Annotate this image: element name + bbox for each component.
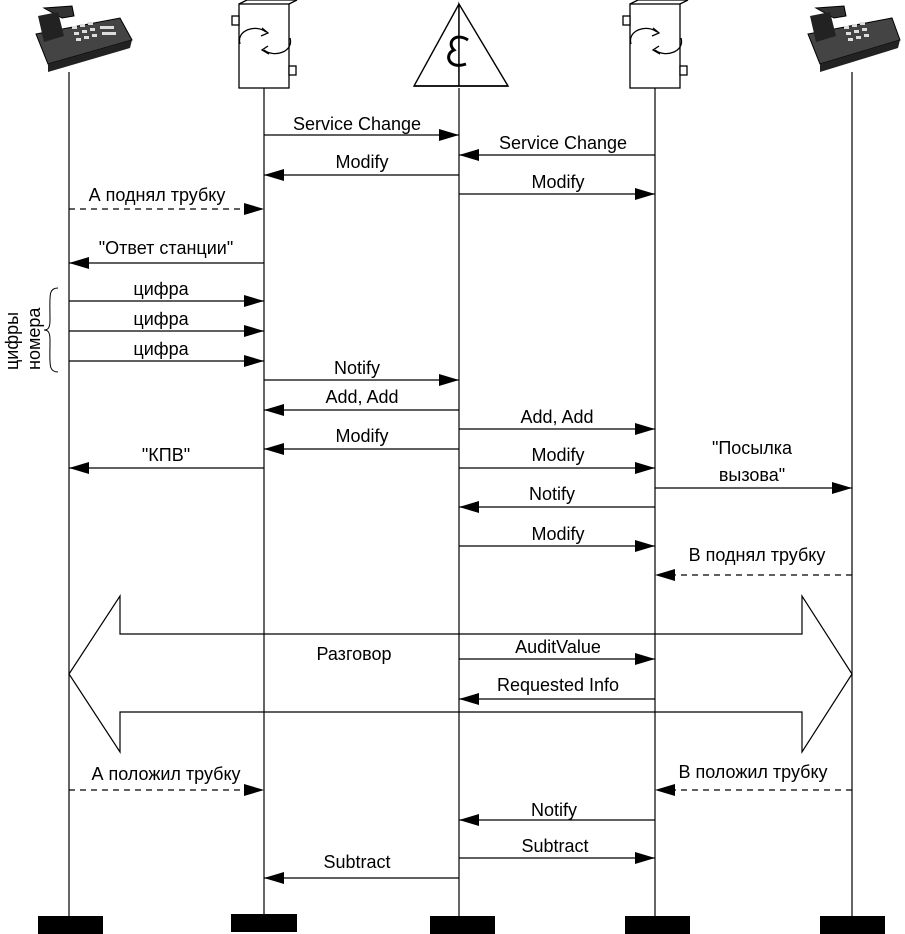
label-modify-b: Modify <box>531 172 584 192</box>
end-bar-controller <box>430 916 495 934</box>
label-ringing-1: "Посылка <box>712 438 793 458</box>
label-ringing-2: вызова" <box>719 465 785 485</box>
label-notify-b2: Notify <box>531 800 577 820</box>
conversation-band <box>68 593 853 755</box>
label-a-onhook: А положил трубку <box>91 764 240 784</box>
label-notify-b: Notify <box>529 484 575 504</box>
label-conversation: Разговор <box>316 644 391 664</box>
digits-brace-label-2: номера <box>24 307 44 370</box>
label-subtract-a: Subtract <box>323 852 390 872</box>
label-subtract-b: Subtract <box>521 836 588 856</box>
label-modify-b3: Modify <box>531 524 584 544</box>
label-digit-3: цифра <box>133 339 189 359</box>
label-modify-b2: Modify <box>531 445 584 465</box>
telephone-icon <box>35 5 133 72</box>
label-kpv: "КПВ" <box>142 445 190 465</box>
label-service-change-a: Service Change <box>293 114 421 134</box>
label-modify-a2: Modify <box>335 426 388 446</box>
label-notify-a: Notify <box>334 358 380 378</box>
label-b-onhook: В положил трубку <box>678 762 827 782</box>
media-gateway-icon <box>231 0 298 89</box>
label-service-change-b: Service Change <box>499 133 627 153</box>
label-digit-1: цифра <box>133 279 189 299</box>
message-labels: Service Change Service Change Modify Mod… <box>89 114 828 872</box>
media-gateway-icon <box>622 0 689 89</box>
digits-brace-label-1: цифры <box>2 312 22 370</box>
call-agent-pyramid-icon <box>412 1 510 87</box>
label-requested-info: Requested Info <box>497 675 619 695</box>
label-digit-2: цифра <box>133 309 189 329</box>
label-add-b: Add, Add <box>520 407 593 427</box>
lifeline-ends <box>38 914 885 934</box>
end-bar-phone-b <box>820 916 885 934</box>
label-b-offhook: В поднял трубку <box>689 545 826 565</box>
end-bar-gateway-b <box>625 916 690 934</box>
telephone-icon <box>807 5 901 72</box>
end-bar-gateway-a <box>231 914 297 932</box>
label-modify-a: Modify <box>335 152 388 172</box>
digits-brace <box>43 287 59 373</box>
label-dialtone: "Ответ станции" <box>99 238 233 258</box>
label-add-a: Add, Add <box>325 387 398 407</box>
end-bar-phone-a <box>38 916 103 934</box>
label-audit-value: AuditValue <box>515 637 601 657</box>
messages <box>69 129 852 884</box>
label-a-offhook: А поднял трубку <box>89 185 226 205</box>
